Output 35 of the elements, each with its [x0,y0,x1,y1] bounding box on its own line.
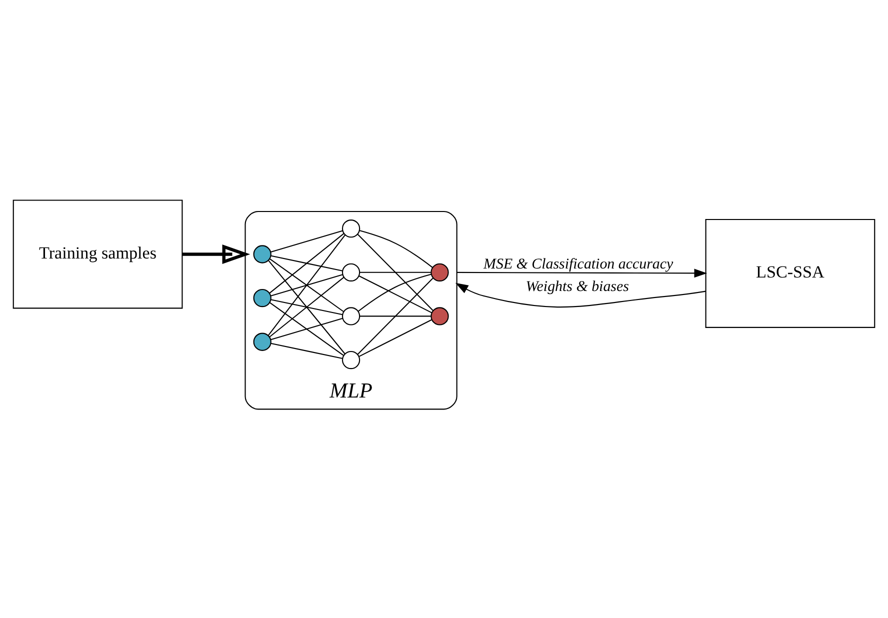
connector [359,230,433,268]
node-circle [253,245,272,264]
node-circle [342,350,360,370]
connector [269,276,344,338]
node-box: Training samples [12,200,183,309]
connector [270,230,343,253]
connector [268,234,346,336]
node-circle [342,220,360,238]
node-circle [342,263,360,282]
node-circle [342,307,360,326]
node-box: LSC-SSA [705,218,876,328]
cluster: MLP [244,210,458,410]
connector [270,318,343,340]
connector [357,278,434,355]
node-circle [430,307,449,326]
connector [358,319,432,358]
connector [270,302,344,356]
connector [270,342,343,359]
connector [268,260,346,354]
node-circle [253,288,272,308]
edge-label: MSE & Classification accuracy [484,256,674,272]
connector [270,299,343,316]
connector [357,234,434,311]
arrow [182,244,250,264]
arrow [455,282,706,308]
connector [270,258,344,312]
connector [270,255,343,272]
connector [360,316,431,317]
node-circle [430,263,449,282]
connector [360,272,431,273]
connector [270,274,343,296]
arrow [456,268,708,278]
edge-label: Weights & biases [526,278,629,295]
connector [269,233,344,294]
node-circle [253,332,272,351]
